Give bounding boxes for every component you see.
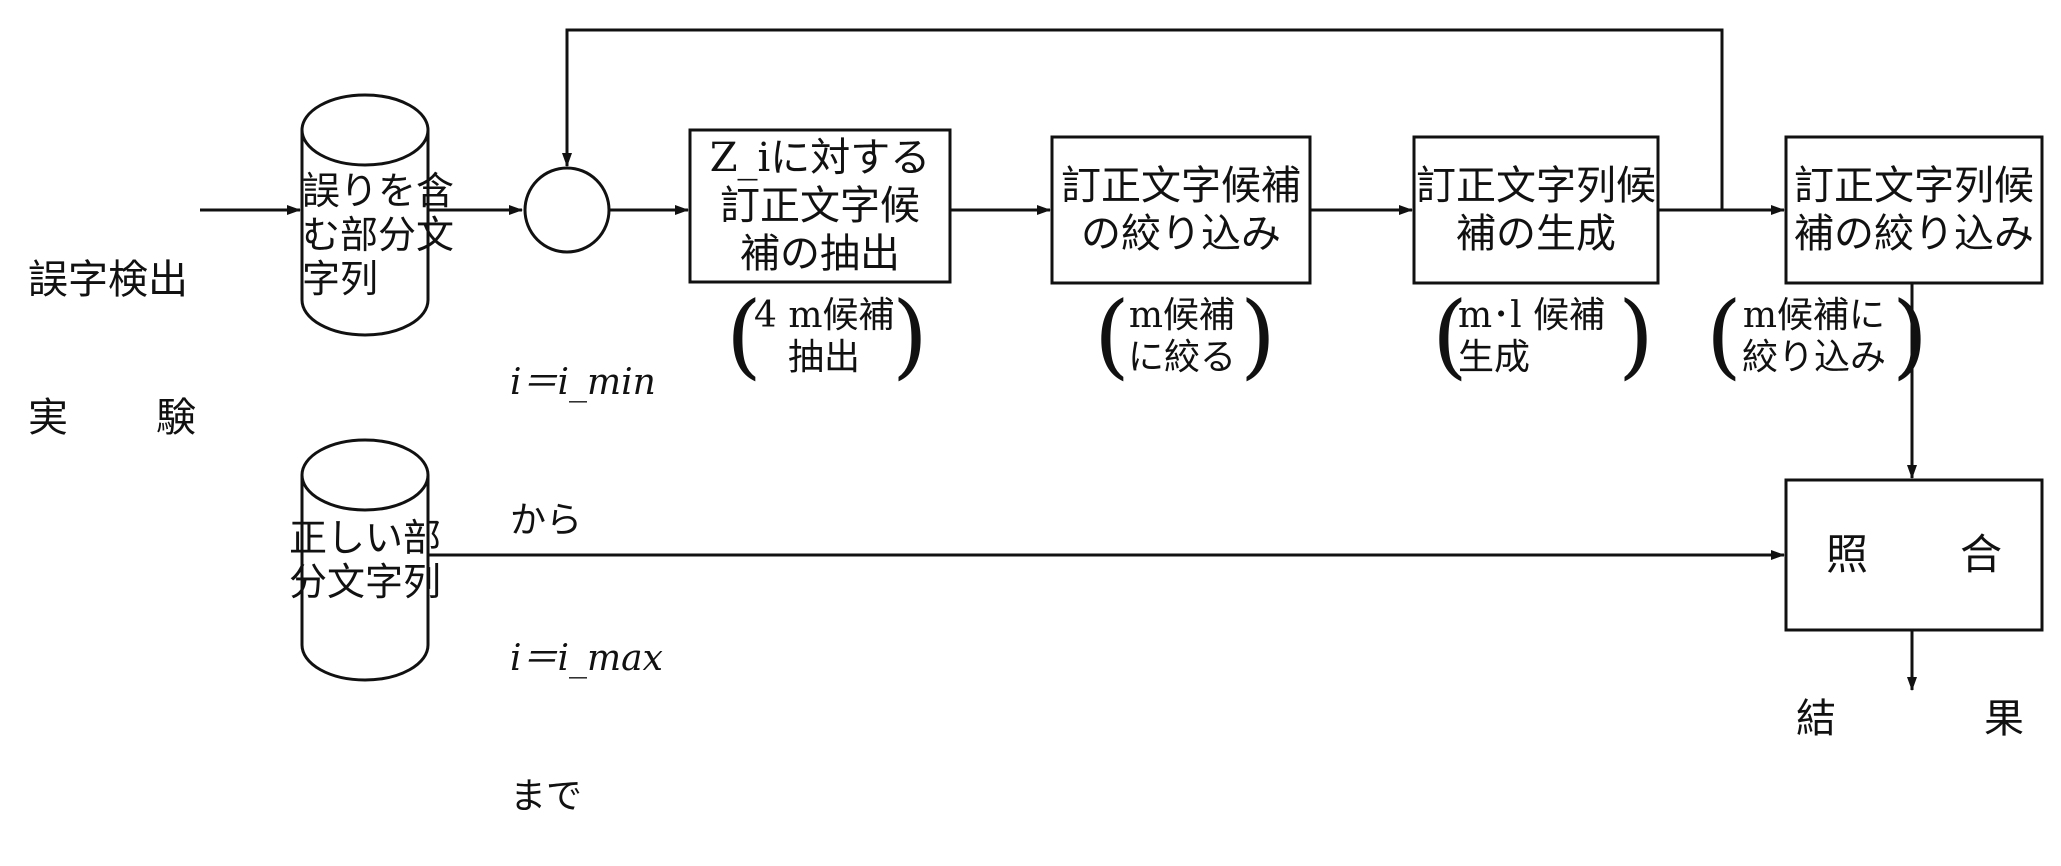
input-label-line2-a: 実 (28, 395, 68, 441)
note-extract-line1: 4 m候補 (754, 295, 895, 336)
flow-diagram (200, 28, 2044, 691)
note-narrow-chars-paren-left: ( (1094, 282, 1130, 389)
narrow-strings-box-text: 訂正文字列候 補の絞り込み (1786, 137, 2042, 283)
match-left: 照 (1826, 530, 1869, 579)
generate-line1: 訂正文字列候 (1416, 163, 1656, 209)
narrow-strings-box (1784, 135, 2044, 285)
feedback-loop-line (562, 28, 1724, 210)
extract-line2: 訂正文字候 (720, 183, 920, 229)
note-narrow-strings-line1: m候補に (1742, 295, 1886, 336)
result-right: 果 (1984, 696, 2024, 742)
error-strings-db-shape (300, 93, 430, 337)
extract-line1: Z_iに対する (709, 135, 931, 181)
narrow-strings-line1: 訂正文字列候 (1794, 163, 2034, 209)
extract-box (688, 128, 952, 284)
note-generate-paren-right: ) (1618, 282, 1654, 389)
loop-range-label: i＝i_min から i＝i_max まで (510, 268, 663, 866)
correct-db-line1: 正しい部 (289, 516, 442, 560)
note-generate-line2: 生成 (1458, 337, 1531, 378)
note-extract-paren-right: ) (892, 282, 928, 389)
correct-strings-db-shape (300, 438, 430, 682)
input-label-line2: 実 験 (28, 395, 196, 441)
narrow-strings-line2: 補の絞り込み (1794, 211, 2034, 257)
error-db-line3: 字列 (302, 257, 379, 301)
loop-from: から (510, 500, 583, 541)
extract-line3: 補の抽出 (740, 231, 900, 277)
note-extract-line2: 抽出 (787, 337, 860, 378)
match-box-text: 照 合 (1826, 532, 2002, 578)
note-narrow-strings-line2: 絞り込み (1741, 337, 1886, 378)
match-box (1784, 478, 2044, 632)
note-extract-paren-left: ( (726, 282, 762, 389)
extract-box-text: Z_iに対する 訂正文字候 補の抽出 (690, 130, 950, 282)
match-right: 合 (1959, 530, 2002, 579)
error-strings-db: 誤りを含 む部分文 字列 (302, 160, 454, 310)
loop-start: i＝i_min (510, 362, 656, 403)
input-label: 誤字検出 実 験 (28, 165, 196, 487)
note-narrow-strings-text: m候補に 絞り込み (1732, 295, 1896, 379)
correct-strings-db: 正しい部 分文字列 (289, 505, 441, 615)
result-label: 結 果 (1796, 696, 2024, 742)
correct-db-line2: 分文字列 (289, 560, 442, 604)
note-extract-text: 4 m候補 抽出 (754, 295, 895, 379)
note-narrow-strings-paren-left: ( (1706, 282, 1742, 389)
note-narrow-chars-line2: に絞る (1127, 337, 1236, 378)
result-left: 結 (1796, 696, 1836, 742)
input-label-line1: 誤字検出 (28, 257, 188, 303)
note-narrow-chars-line1: m候補 (1128, 295, 1236, 336)
loop-node (523, 166, 611, 254)
narrow-chars-line2: の絞り込み (1081, 211, 1281, 257)
error-db-line2: む部分文 (302, 213, 455, 257)
note-generate-paren-left: ( (1432, 282, 1468, 389)
loop-end: i＝i_max (510, 638, 663, 679)
note-generate-line1: m･l 候補 (1458, 295, 1606, 336)
error-db-line1: 誤りを含 (302, 169, 455, 213)
note-narrow-chars-paren-right: ) (1240, 282, 1276, 389)
loop-until: まで (510, 776, 583, 817)
note-narrow-strings-paren-right: ) (1892, 282, 1928, 389)
note-narrow-chars-text: m候補 に絞る (1122, 295, 1242, 379)
note-generate-text: m･l 候補 生成 (1458, 295, 1618, 379)
input-label-line2-b: 験 (156, 395, 196, 441)
generate-line2: 補の生成 (1456, 211, 1616, 257)
narrow-chars-line1: 訂正文字候補 (1061, 163, 1301, 209)
narrow-chars-box-text: 訂正文字候補 の絞り込み (1052, 137, 1310, 283)
generate-box-text: 訂正文字列候 補の生成 (1414, 137, 1658, 283)
